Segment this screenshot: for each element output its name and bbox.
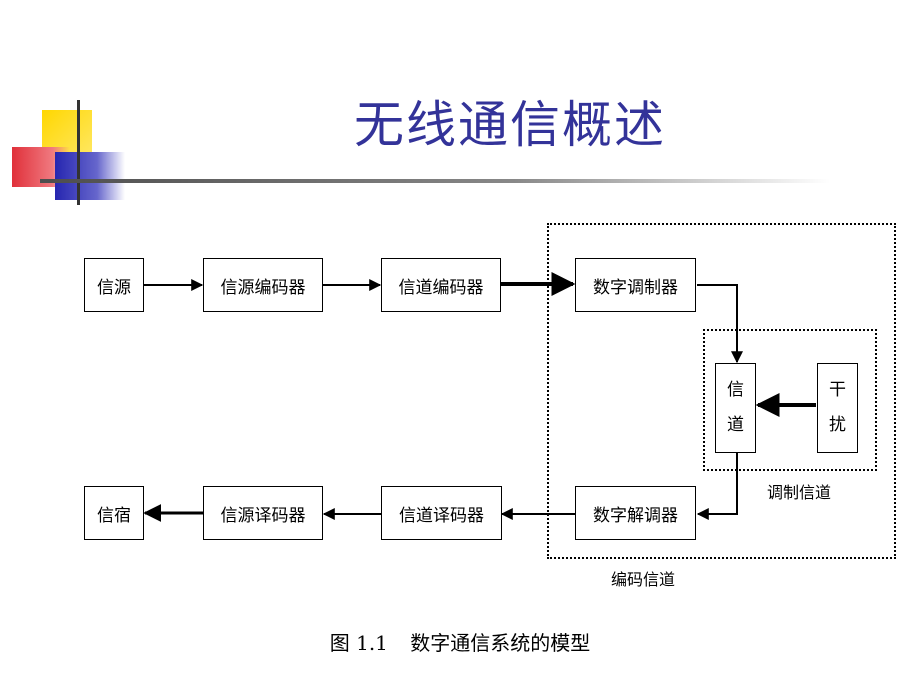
figure-caption: 图 1.1 数字通信系统的模型 bbox=[0, 627, 920, 656]
channel-block: 信 道 bbox=[715, 363, 756, 453]
vertical-line bbox=[77, 100, 80, 205]
channel-encoder-block: 信道编码器 bbox=[381, 258, 501, 312]
page-title: 无线通信概述 bbox=[354, 96, 666, 154]
modulation-channel-label: 调制信道 bbox=[767, 483, 832, 502]
interference-char-1: 干 bbox=[829, 380, 846, 400]
modulator-block: 数字调制器 bbox=[575, 258, 696, 312]
channel-char-2: 道 bbox=[727, 415, 744, 435]
figure-number: 图 1.1 bbox=[329, 631, 388, 655]
channel-char-1: 信 bbox=[727, 380, 744, 400]
title-underline bbox=[40, 179, 830, 183]
figure-caption-text: 数字通信系统的模型 bbox=[410, 631, 591, 655]
modulation-channel-region bbox=[703, 329, 877, 471]
coding-channel-region bbox=[547, 223, 896, 559]
arrow-mod-to-channel bbox=[697, 284, 743, 364]
demodulator-block: 数字解调器 bbox=[575, 486, 696, 540]
coding-channel-label: 编码信道 bbox=[611, 570, 676, 589]
channel-decoder-block: 信道译码器 bbox=[381, 486, 502, 540]
source-encoder-block: 信源编码器 bbox=[203, 258, 323, 312]
sink-block: 信宿 bbox=[84, 486, 144, 540]
source-decoder-block: 信源译码器 bbox=[203, 486, 323, 540]
source-block: 信源 bbox=[84, 258, 144, 312]
arrow-channel-to-demod bbox=[696, 453, 738, 520]
interference-block: 干 扰 bbox=[817, 363, 858, 453]
blue-square bbox=[55, 152, 125, 200]
corner-decoration bbox=[0, 0, 140, 210]
interference-char-2: 扰 bbox=[829, 415, 846, 435]
